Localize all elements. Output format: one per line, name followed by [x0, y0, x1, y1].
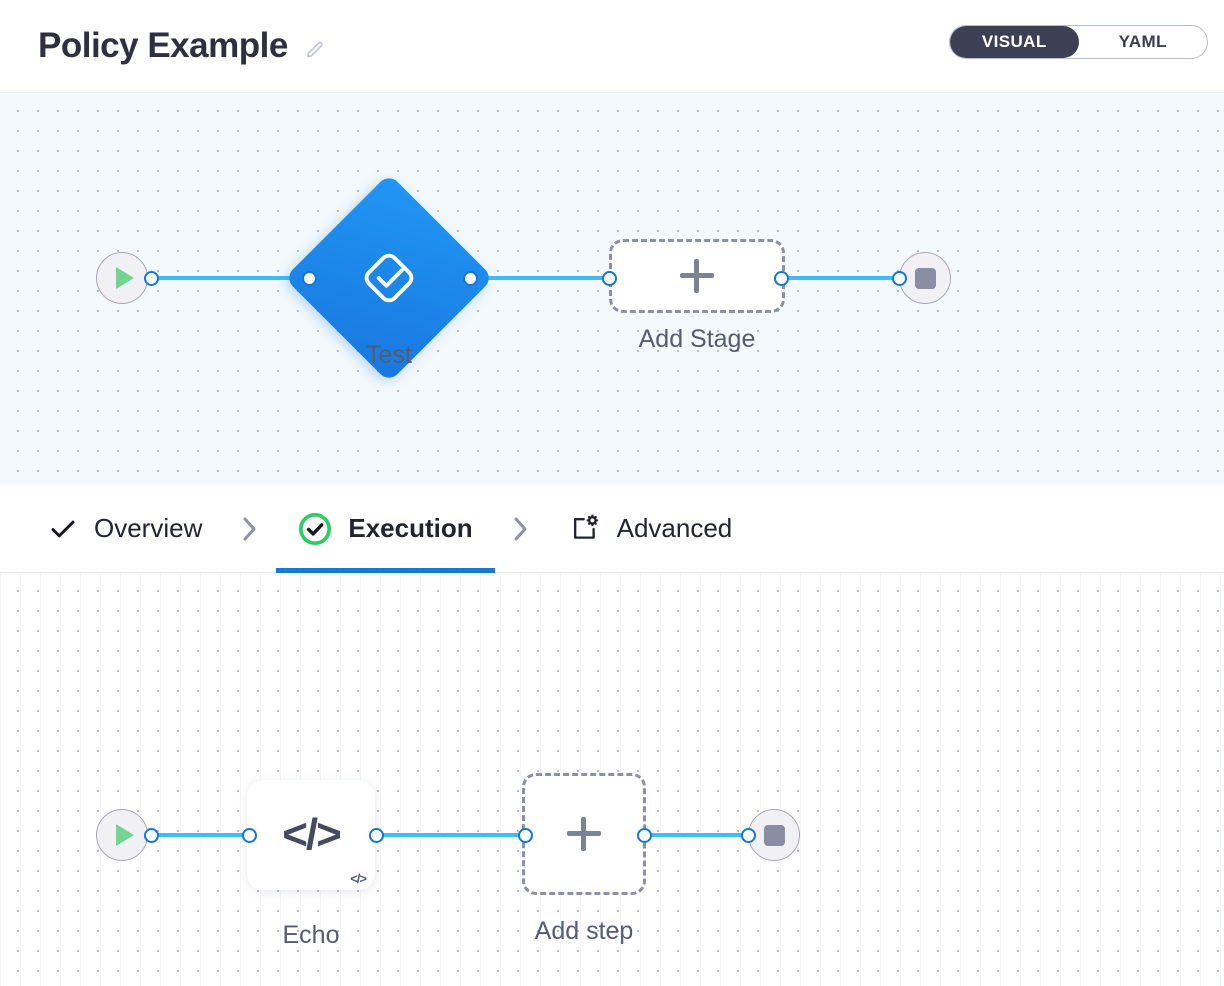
step-end-node[interactable]: [748, 809, 800, 861]
mode-toggle[interactable]: VISUAL YAML: [949, 25, 1208, 59]
port-end-in[interactable]: [892, 271, 907, 286]
stop-icon: [914, 267, 936, 289]
approval-check-icon: [364, 253, 414, 303]
port-start-out[interactable]: [144, 828, 159, 843]
code-icon: </>: [282, 810, 342, 859]
step-canvas[interactable]: </> </> Echo Add step: [0, 573, 1224, 986]
add-stage-label: Add Stage: [638, 325, 756, 353]
plus-icon: [567, 817, 601, 851]
tab-advanced-label: Advanced: [616, 513, 733, 543]
tab-execution[interactable]: Execution: [276, 485, 495, 573]
edge-addstage-to-end: [778, 276, 906, 280]
add-step-label: Add step: [534, 917, 634, 945]
edge-addstep-to-end: [640, 833, 758, 837]
stage-node-test[interactable]: [284, 173, 494, 383]
stage-label-test: Test: [366, 341, 412, 369]
port-test-out[interactable]: [463, 271, 478, 286]
edit-pencil-icon[interactable]: [304, 38, 326, 60]
plus-icon: [680, 259, 714, 293]
port-echo-in[interactable]: [242, 828, 257, 843]
edge-echo-to-addstep: [375, 833, 531, 837]
step-start-node[interactable]: [96, 809, 148, 861]
step-tabbar: Overview Execution Advanc: [0, 485, 1224, 573]
edge-test-to-addstage: [462, 276, 618, 280]
tab-overview[interactable]: Overview: [26, 485, 224, 573]
play-icon: [115, 267, 134, 289]
page-header: Policy Example VISUAL YAML: [0, 0, 1224, 93]
page-title: Policy Example: [38, 26, 288, 65]
port-addstage-in[interactable]: [602, 271, 617, 286]
play-icon: [115, 824, 134, 846]
add-step-node[interactable]: [522, 773, 646, 895]
step-node-echo[interactable]: </> </>: [247, 780, 375, 890]
tab-separator-2: [495, 512, 547, 546]
tab-overview-label: Overview: [94, 513, 203, 543]
port-end-in[interactable]: [741, 828, 756, 843]
title-group: Policy Example: [38, 24, 326, 68]
mode-toggle-yaml[interactable]: YAML: [1118, 32, 1167, 51]
tab-execution-label: Execution: [348, 513, 473, 543]
port-addstage-out[interactable]: [774, 271, 789, 286]
edge-start-to-test: [150, 276, 316, 280]
stage-end-node[interactable]: [899, 252, 951, 304]
port-test-in[interactable]: [302, 271, 317, 286]
chevron-right-icon: [514, 517, 527, 540]
check-icon: [51, 520, 75, 537]
code-badge-icon: </>: [350, 871, 367, 886]
tab-advanced[interactable]: Advanced: [547, 485, 755, 573]
stage-canvas[interactable]: Test Add Stage: [0, 93, 1224, 485]
stage-start-node[interactable]: [96, 252, 148, 304]
box-gear-icon: [573, 514, 598, 539]
chevron-right-icon: [243, 517, 256, 540]
start-terminal[interactable]: [96, 809, 148, 861]
end-terminal[interactable]: [899, 252, 951, 304]
step-label-echo: Echo: [282, 921, 340, 949]
port-addstep-in[interactable]: [518, 828, 533, 843]
end-terminal[interactable]: [748, 809, 800, 861]
check-circle-icon: [299, 512, 332, 545]
start-terminal[interactable]: [96, 252, 148, 304]
port-echo-out[interactable]: [369, 828, 384, 843]
stage-diamond[interactable]: [284, 173, 494, 383]
edge-start-to-echo: [150, 833, 256, 837]
port-start-out[interactable]: [144, 271, 159, 286]
stop-icon: [763, 824, 785, 846]
add-stage-node[interactable]: [609, 239, 785, 313]
mode-toggle-visual[interactable]: VISUAL: [950, 26, 1079, 58]
port-addstep-out[interactable]: [637, 828, 652, 843]
tab-separator-1: [224, 512, 276, 546]
